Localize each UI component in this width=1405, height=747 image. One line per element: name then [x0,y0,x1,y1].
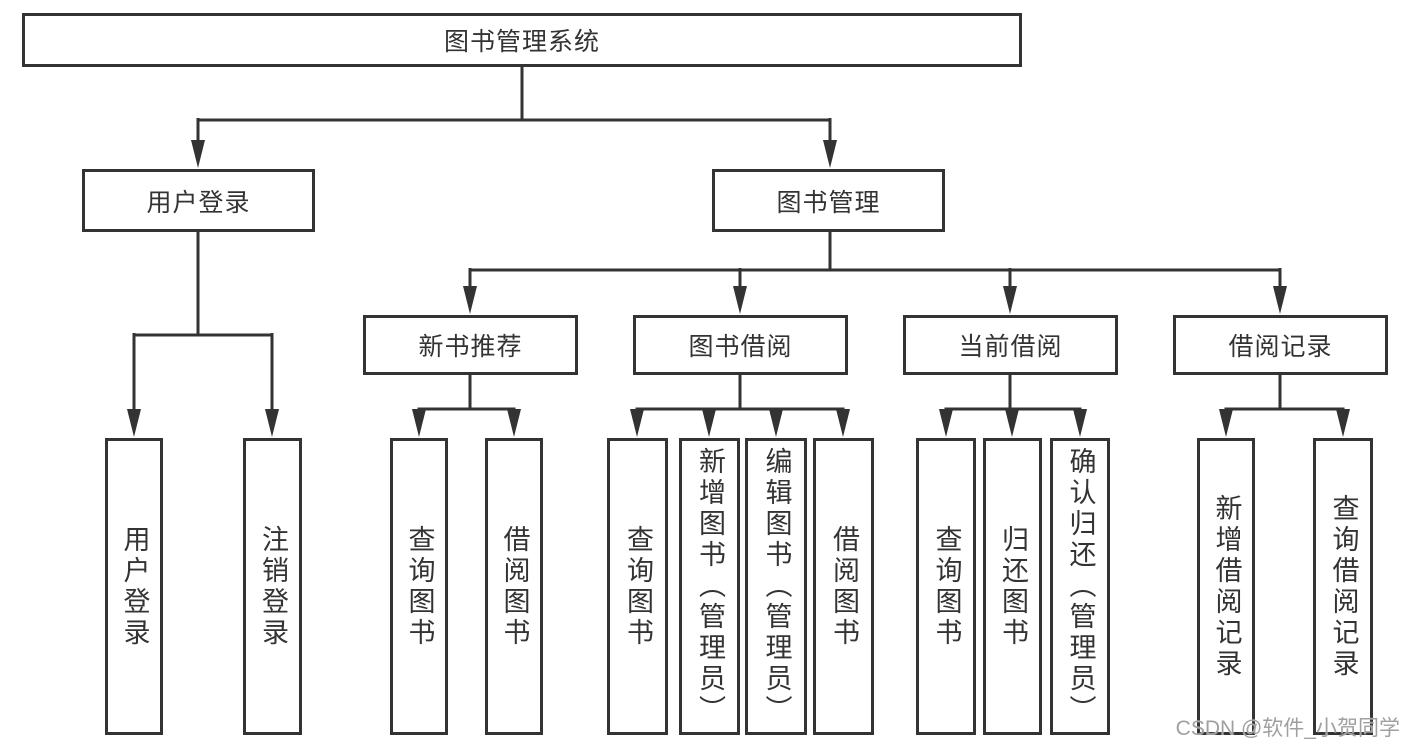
node-book-borrowing: 图书借阅 [633,315,848,375]
leaf-query-books-current: 查询图书 [916,438,976,735]
node-book-management: 图书管理 [712,169,945,232]
leaf-return-books: 归还图书 [983,438,1042,735]
node-user-login: 用户登录 [82,169,315,232]
leaf-confirm-return-admin: 确认归还（管理员） [1050,438,1110,735]
leaf-borrow-books-borrowing: 借阅图书 [813,438,874,735]
leaf-edit-book-admin: 编辑图书（管理员） [745,438,807,735]
leaf-query-books-borrowing: 查询图书 [607,438,668,735]
leaf-add-borrowing-record: 新增借阅记录 [1197,438,1255,735]
leaf-add-book-admin: 新增图书（管理员） [679,438,740,735]
leaf-query-books-recommend: 查询图书 [390,438,448,735]
node-new-book-recommendation: 新书推荐 [363,315,578,375]
csdn-watermark: CSDN @软件_小贺同学 [1175,717,1400,740]
node-library-management-system: 图书管理系统 [22,13,1022,67]
leaf-logout: 注销登录 [243,438,302,735]
node-borrowing-records: 借阅记录 [1173,315,1388,375]
leaf-query-borrowing-record: 查询借阅记录 [1313,438,1373,735]
node-current-borrowing: 当前借阅 [903,315,1118,375]
leaf-borrow-books-recommend: 借阅图书 [485,438,543,735]
leaf-user-login: 用户登录 [105,438,163,735]
